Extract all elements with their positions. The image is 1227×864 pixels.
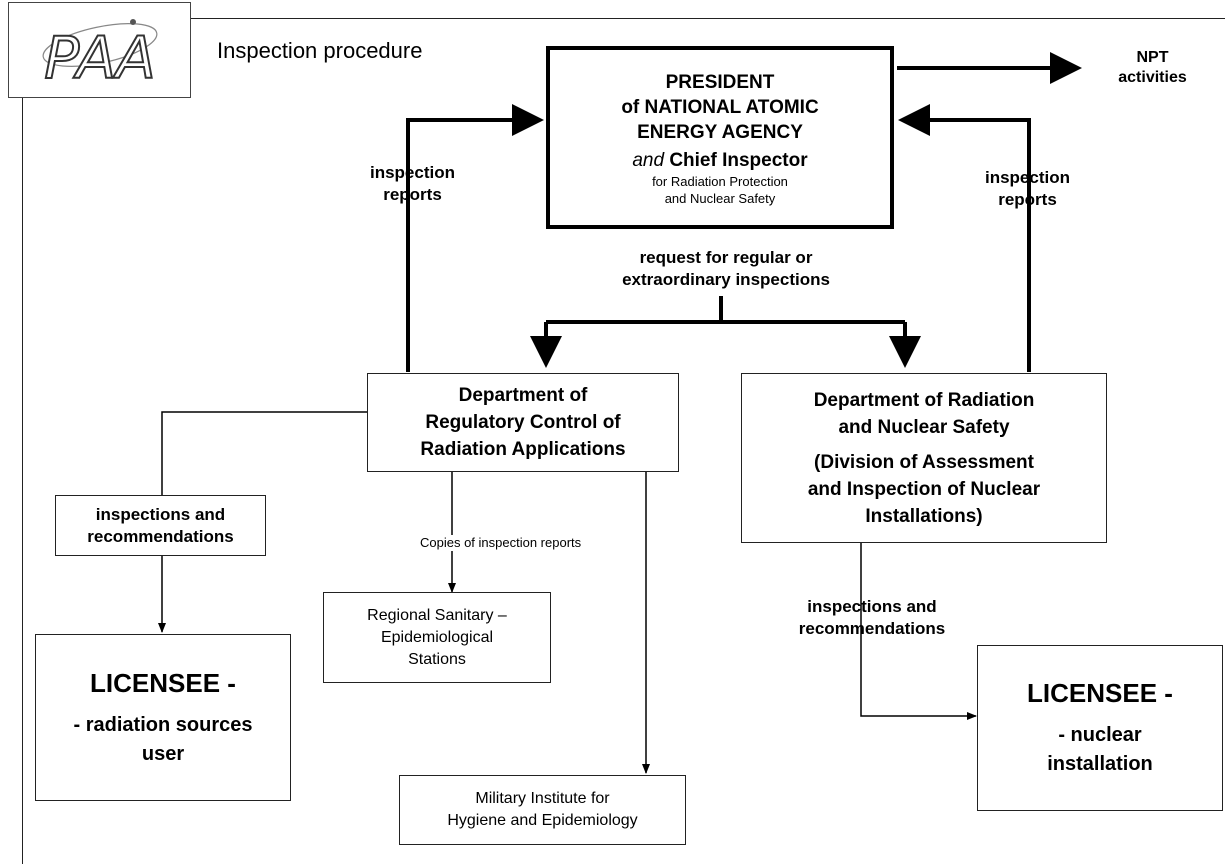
request-label: request for regular or extraordinary ins… xyxy=(576,247,876,291)
military-line1: Military Institute for xyxy=(475,790,610,807)
npt-activities: NPT activities xyxy=(1095,48,1210,88)
inspections-recommendations-right-label: inspections and recommendations xyxy=(767,596,977,640)
licensee-radiation-sources-box: LICENSEE - - radiation sources user xyxy=(35,634,291,801)
reports-right-line1: inspection xyxy=(984,168,1070,187)
licensee-right-line1: - nuclear xyxy=(1058,724,1142,746)
page-frame xyxy=(22,18,1225,864)
sanitary-line3: Stations xyxy=(408,650,466,668)
arrow-right-reports xyxy=(898,104,1031,372)
request-line2: extraordinary inspections xyxy=(622,270,830,289)
dept-right-line3: (Division of Assessment xyxy=(814,451,1034,473)
president-sub1: for Radiation Protection xyxy=(652,174,788,189)
insp-left-line2: recommendations xyxy=(87,526,234,546)
president-line2: of NATIONAL ATOMIC xyxy=(621,97,819,118)
inspections-recommendations-left-box: inspections and recommendations xyxy=(55,495,266,556)
military-line2: Hygiene and Epidemiology xyxy=(447,812,638,829)
chief-inspector: Chief Inspector xyxy=(669,150,808,171)
npt-line1: NPT xyxy=(1136,49,1169,66)
reports-right-line2: reports xyxy=(998,190,1057,209)
inspection-reports-left-label: inspection reports xyxy=(345,162,480,206)
reports-left-line1: inspection xyxy=(369,163,455,182)
sanitary-line1: Regional Sanitary – xyxy=(367,606,507,624)
licensee-left-title: LICENSEE - xyxy=(90,667,236,698)
president-line3: ENERGY AGENCY xyxy=(637,122,803,143)
dept-right-line4: and Inspection of Nuclear xyxy=(807,478,1041,500)
request-line1: request for regular or xyxy=(639,248,813,267)
licensee-right-title: LICENSEE - xyxy=(1027,678,1173,708)
paa-logo-text: PAA xyxy=(44,24,155,90)
licensee-left-line1: - radiation sources xyxy=(73,713,253,736)
page-title: Inspection procedure xyxy=(217,38,423,63)
dept-radiation-nuclear-safety-box: Department of Radiation and Nuclear Safe… xyxy=(741,373,1107,543)
licensee-right-line2: installation xyxy=(1047,753,1153,775)
insp-right-line1: inspections and xyxy=(807,597,937,616)
military-institute-box: Military Institute for Hygiene and Epide… xyxy=(399,775,686,845)
reports-left-line2: reports xyxy=(383,185,442,204)
paa-logo: PAA xyxy=(8,2,191,98)
dept-left-line2: Regulatory Control of xyxy=(425,412,621,433)
president-box: PRESIDENT of NATIONAL ATOMIC ENERGY AGEN… xyxy=(546,46,894,229)
inspection-reports-right-label: inspection reports xyxy=(960,167,1095,211)
president-line1: PRESIDENT xyxy=(665,72,775,93)
arrow-left-licensee xyxy=(158,411,368,633)
insp-right-line2: recommendations xyxy=(798,619,946,638)
copies-label: Copies of inspection reports xyxy=(418,535,584,551)
licensee-left-line2: user xyxy=(141,742,185,765)
and-text: and xyxy=(632,150,665,171)
licensee-nuclear-installation-box: LICENSEE - - nuclear installation xyxy=(977,645,1223,811)
dept-regulatory-control-box: Department of Regulatory Control of Radi… xyxy=(367,373,679,472)
sanitary-line2: Epidemiological xyxy=(380,628,494,646)
insp-left-line1: inspections and xyxy=(95,504,226,524)
chief-inspector-line: and Chief Inspector xyxy=(632,148,807,173)
arrow-left-reports xyxy=(406,104,544,372)
npt-line2: activities xyxy=(1118,69,1187,86)
dept-left-line3: Radiation Applications xyxy=(420,439,626,460)
paa-logo-icon: PAA xyxy=(42,19,157,90)
dept-right-line1: Department of Radiation xyxy=(813,389,1035,411)
dept-right-line2: and Nuclear Safety xyxy=(838,416,1010,438)
dept-right-line5: Installations) xyxy=(865,505,983,527)
regional-sanitary-stations-box: Regional Sanitary – Epidemiological Stat… xyxy=(323,592,551,683)
arrow-right-licensee xyxy=(860,543,977,720)
president-sub2: and Nuclear Safety xyxy=(664,191,776,206)
dept-left-line1: Department of xyxy=(458,385,588,406)
